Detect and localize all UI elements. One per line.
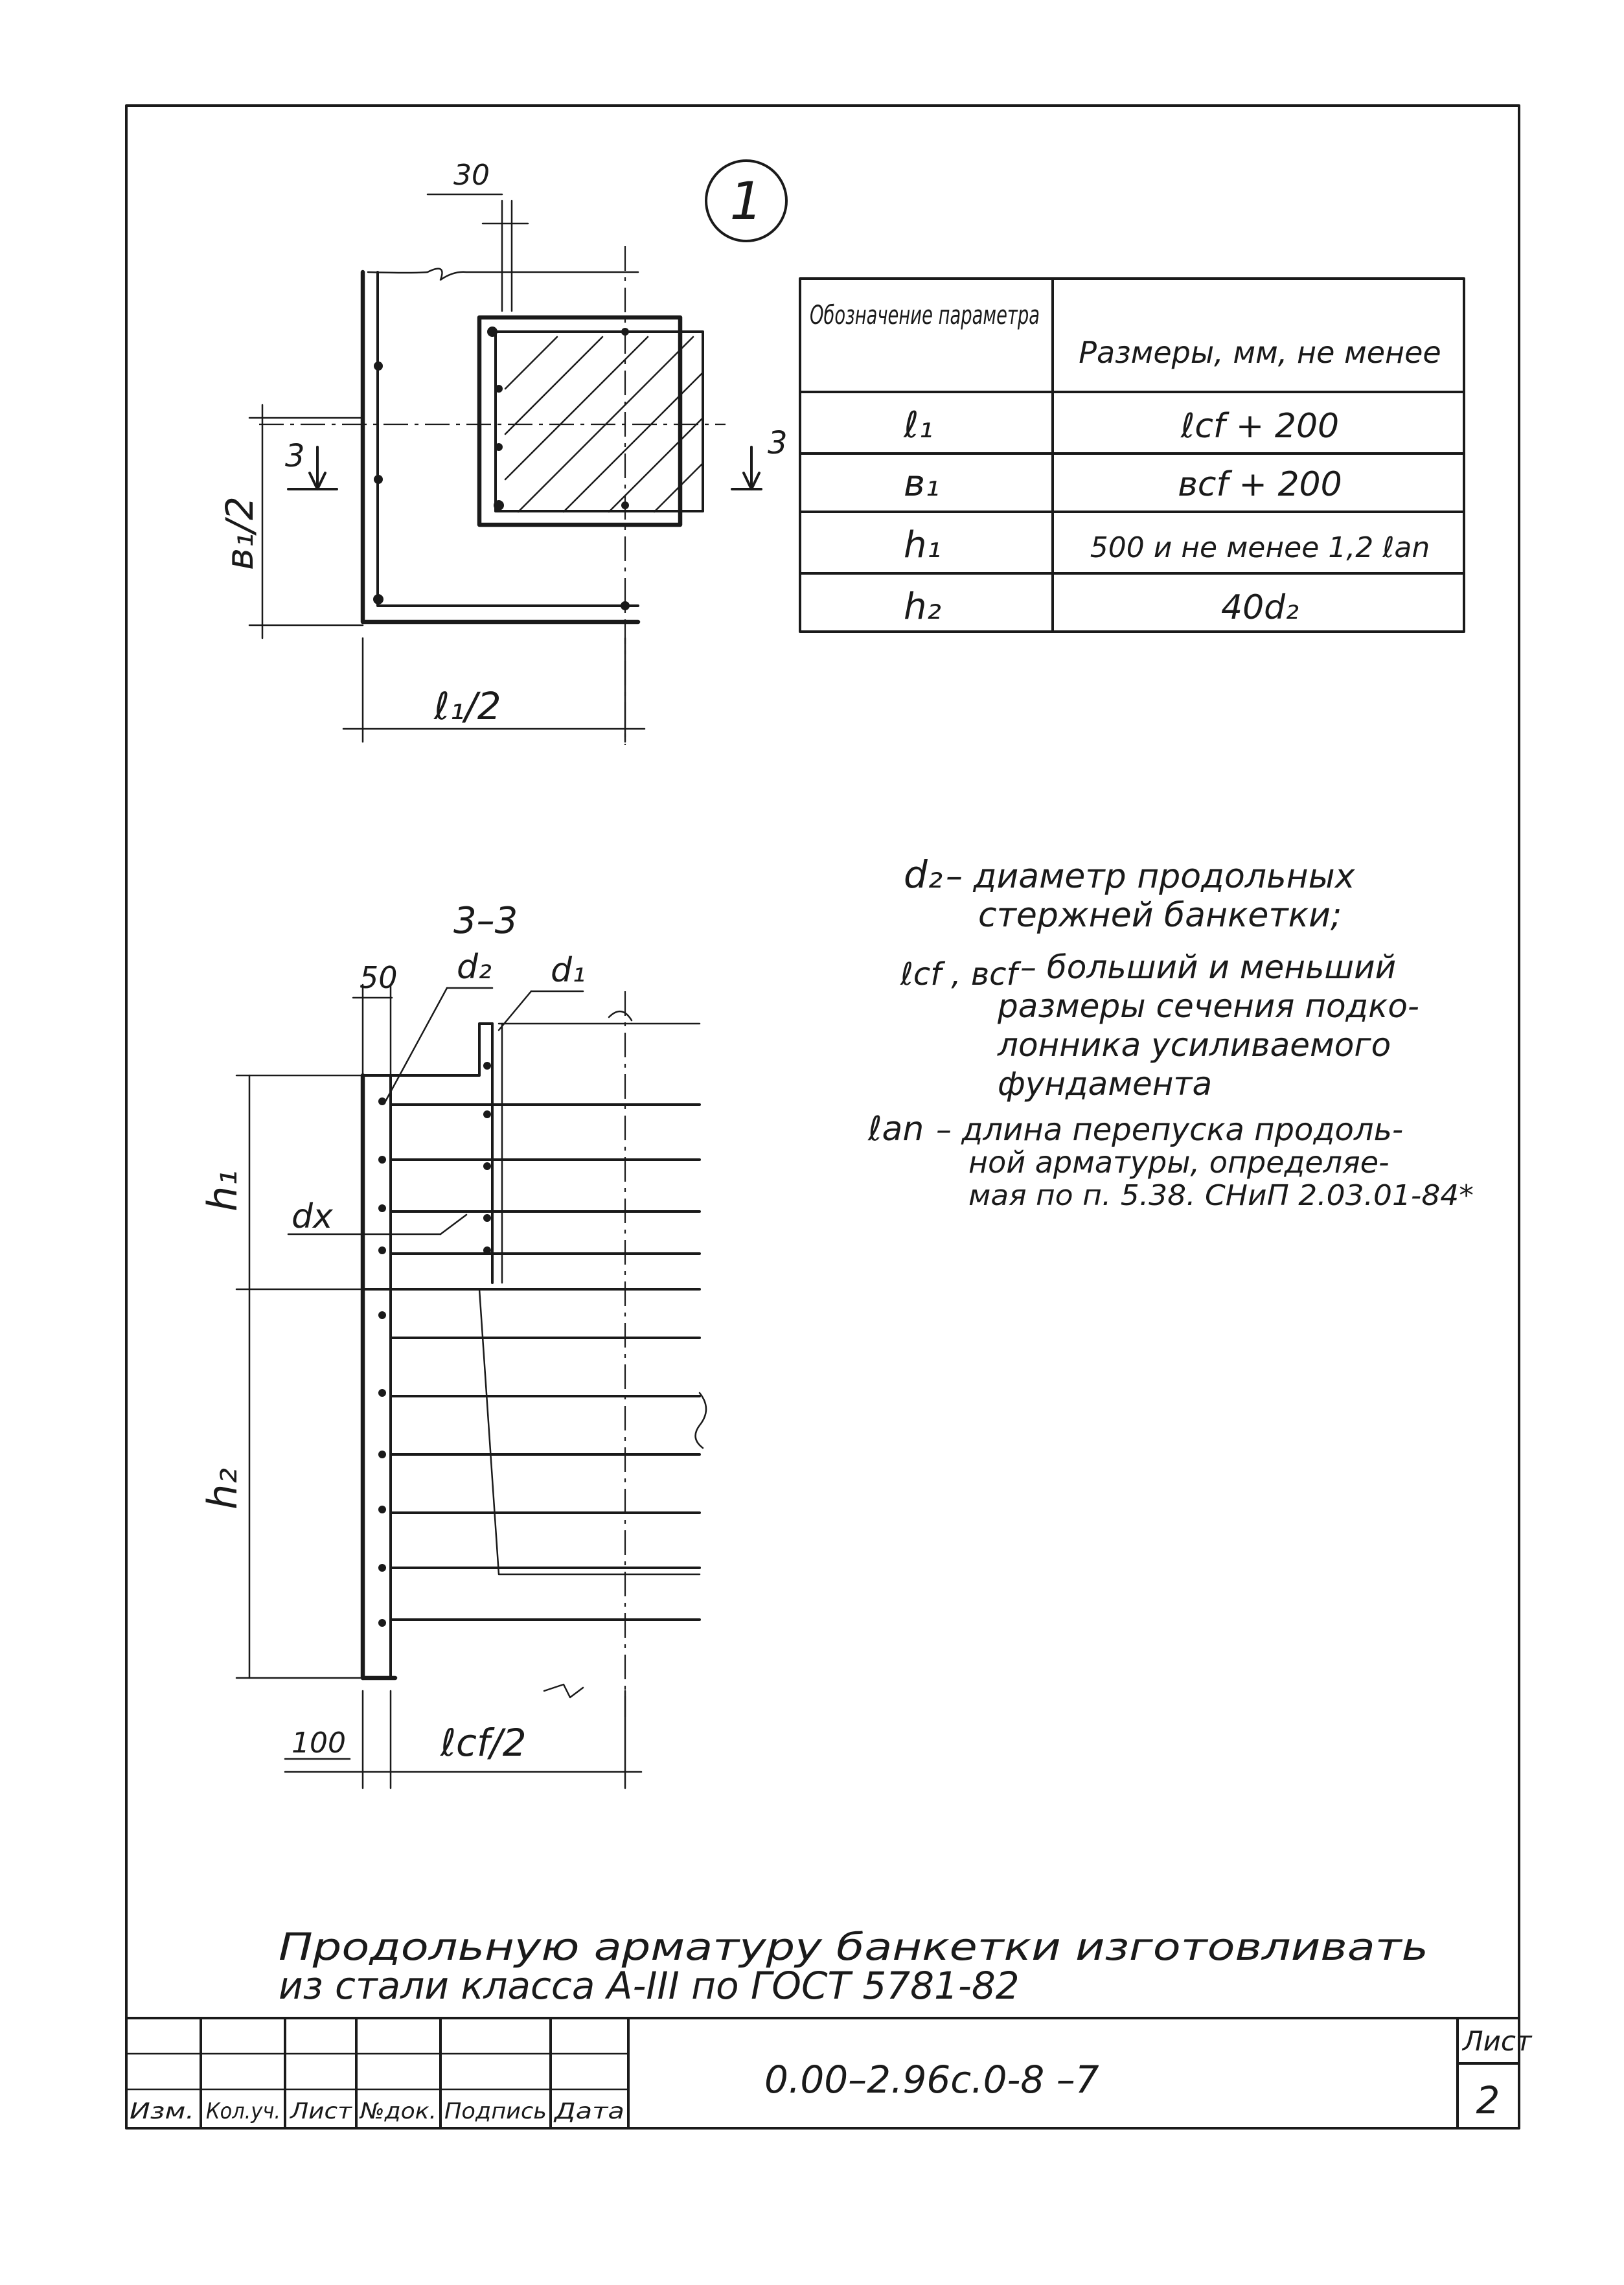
label-dx: dx	[292, 1197, 334, 1236]
section-mark-left: 3	[285, 438, 305, 474]
dim-l1-half-label: ℓ₁/2	[433, 684, 501, 728]
table-row-4-value: 40d₂	[1221, 588, 1299, 627]
title-col-izm: Изм.	[130, 2098, 194, 2124]
dim-lcf-half-label: ℓcf/2	[440, 1721, 527, 1765]
note-2-line-1: – больший и меньший	[1020, 948, 1396, 986]
title-col-ndok: №док.	[359, 2098, 437, 2124]
dim-b1-half-label: в₁/2	[218, 496, 262, 570]
note-3-line-1: – длина перепуска продоль-	[936, 1112, 1403, 1148]
note-3-line-2: ной арматуры, определяе-	[968, 1145, 1390, 1180]
section-rebar-dots	[378, 1062, 491, 1627]
section-title: 3–3	[453, 900, 518, 942]
table-row-1-param: ℓ₁	[903, 404, 933, 446]
title-col-podpis: Подпись	[444, 2098, 547, 2124]
table-row-3-param: h₁	[904, 524, 941, 566]
title-col-koluch: Кол.уч.	[206, 2098, 280, 2124]
section-mark-right: 3	[768, 425, 788, 461]
detail-marker-label: 1	[730, 171, 763, 231]
title-col-list: Лист	[289, 2098, 353, 2124]
detail-marker: 1	[705, 159, 788, 242]
table-header-value: Размеры, мм, не менее	[1079, 335, 1441, 370]
table-row-4-param: h₂	[904, 586, 941, 628]
note-2-symbol: ℓcf , вcf	[900, 956, 1022, 993]
title-block: Изм. Кол.уч. Лист №док. Подпись Дата 0.0…	[125, 2017, 1533, 2130]
sheet-frame	[125, 104, 1520, 2130]
note-1-line-1: – диаметр продольных	[946, 857, 1356, 896]
plan-rebar-dots	[373, 327, 630, 610]
dim-30-label: 30	[453, 159, 490, 192]
note-3-line-3: мая по п. 5.38. СНиП 2.03.01-84*	[968, 1179, 1474, 1212]
plan-view: 30 3 3 в₁/2 ℓ₁/2	[218, 159, 788, 745]
table-row-3-value: 500 и не менее 1,2 ℓan	[1090, 531, 1430, 564]
label-d1: d₁	[551, 951, 586, 990]
table-header-param-line1: Обозначение параметра	[810, 301, 1040, 330]
document-code: 0.00–2.96с.0-8 –7	[764, 2058, 1099, 2102]
note-3-symbol: ℓan	[867, 1110, 924, 1149]
label-h2: h₂	[199, 1468, 246, 1510]
title-col-data: Дата	[553, 2098, 624, 2124]
note-2-line-4: фундамента	[998, 1065, 1212, 1103]
table-row-2-value: вcf + 200	[1178, 465, 1342, 504]
parameter-table: Обозначение параметра Размеры, мм, не ме…	[799, 277, 1465, 633]
table-row-2-param: в₁	[904, 463, 939, 505]
note-1-symbol: d₂	[904, 853, 943, 897]
label-h1: h₁	[199, 1170, 246, 1211]
table-row-1-value: ℓcf + 200	[1180, 407, 1339, 446]
instruction-line-1: Продольную арматуру банкетки изготовлива…	[279, 1925, 1428, 1969]
section-rebar-lines	[389, 1103, 701, 1621]
note-2-line-3: лонника усиливаемого	[997, 1026, 1391, 1064]
section-view: 3–3	[199, 900, 707, 1789]
label-d2: d₂	[457, 948, 492, 987]
dim-50-label: 50	[360, 960, 398, 995]
notes: d₂ – диаметр продольных стержней банкетк…	[867, 853, 1474, 1212]
note-2-line-2: размеры сечения подко-	[997, 987, 1419, 1025]
column-hatch-zone	[494, 330, 704, 512]
note-1-line-2: стержней банкетки;	[978, 896, 1342, 935]
sheet-label: Лист	[1461, 2025, 1533, 2057]
instruction-line-2: из стали класса А-III по ГОСТ 5781-82	[279, 1964, 1020, 2008]
sheet-number: 2	[1476, 2078, 1500, 2122]
column-hatch	[504, 336, 704, 513]
dim-100-label: 100	[292, 1727, 346, 1760]
